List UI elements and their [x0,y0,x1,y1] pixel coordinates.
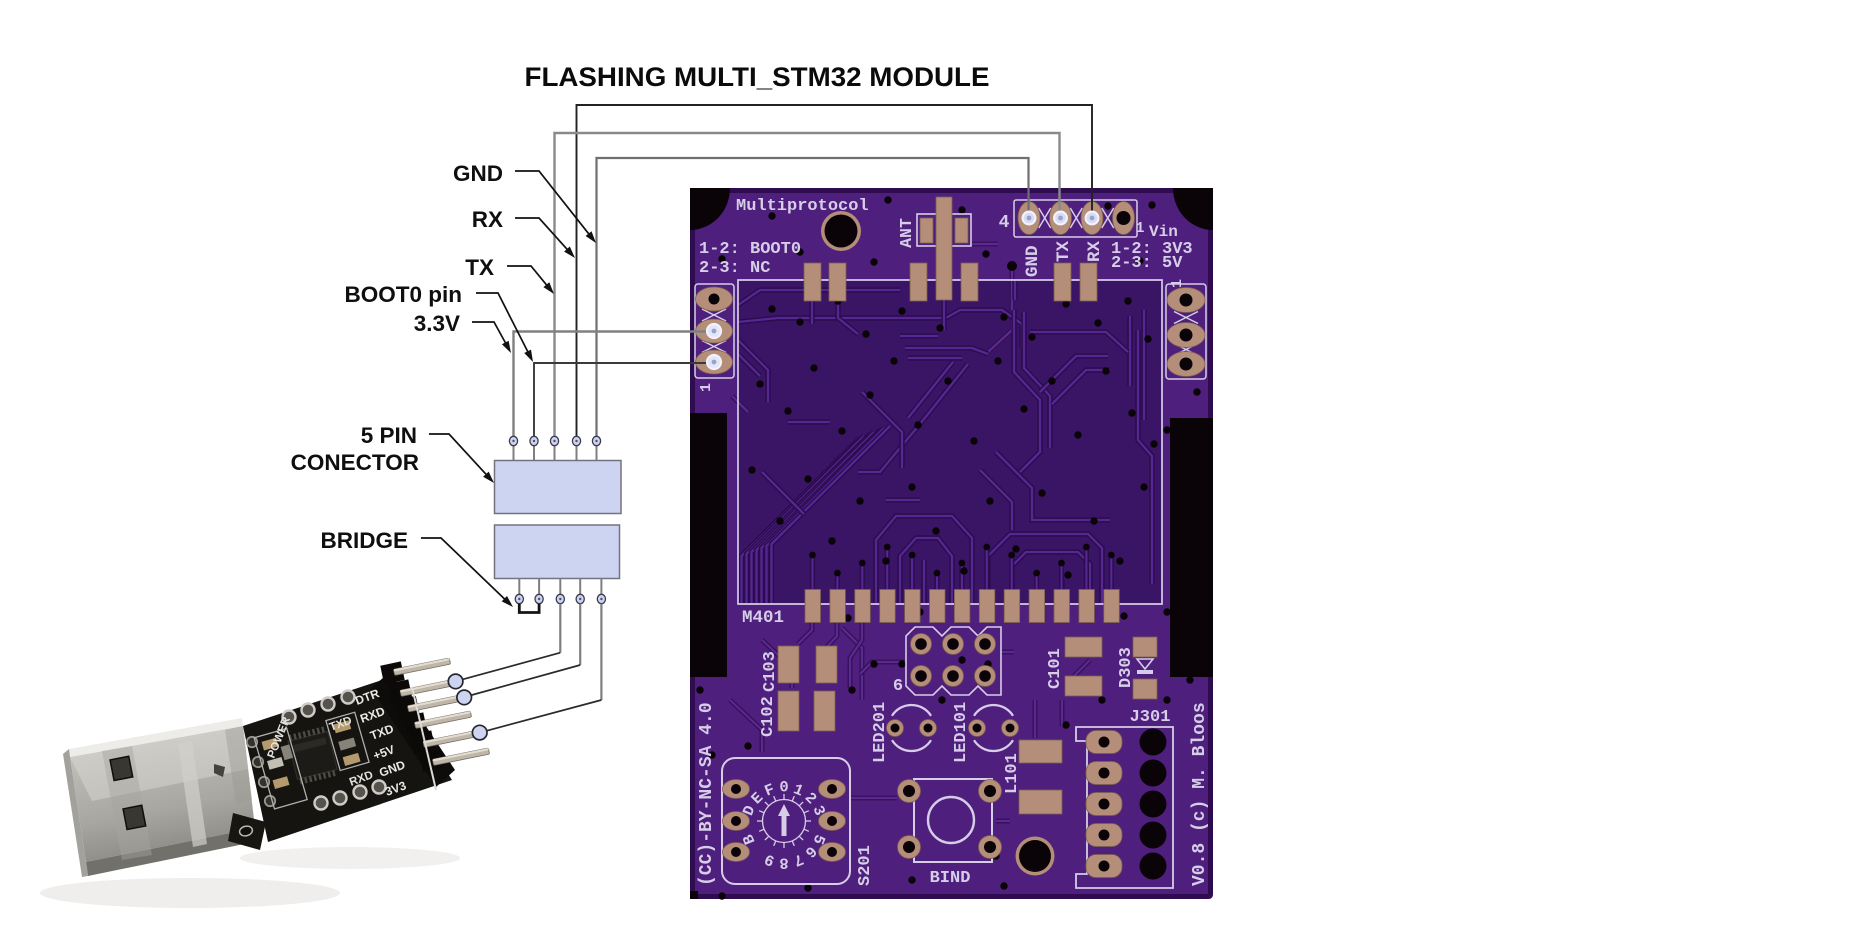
svg-text:D303: D303 [1117,647,1136,688]
svg-text:S201: S201 [856,845,875,886]
svg-text:Multiprotocol: Multiprotocol [736,197,869,216]
svg-text:GND: GND [453,161,503,186]
svg-text:C102: C102 [759,696,778,737]
svg-text:J301: J301 [1130,708,1171,727]
svg-text:1-2: BOOT0: 1-2: BOOT0 [699,240,801,259]
svg-text:RX: RX [472,207,503,232]
svg-text:TX: TX [1054,240,1074,262]
svg-text:3.3V: 3.3V [414,311,460,336]
svg-text:GND: GND [1023,245,1043,277]
svg-text:1-2: 3V3: 1-2: 3V3 [1111,240,1193,259]
svg-text:+5V: +5V [371,742,396,763]
svg-text:FLASHING MULTI_STM32 MODULE: FLASHING MULTI_STM32 MODULE [525,62,990,92]
svg-text:2-3: NC: 2-3: NC [699,259,770,278]
svg-text:TX: TX [465,255,494,280]
svg-text:5 PIN: 5 PIN [361,423,417,448]
svg-text:RX: RX [1085,240,1105,262]
svg-text:C101: C101 [1046,648,1065,689]
svg-text:LED101: LED101 [952,702,971,763]
svg-text:Vin: Vin [1149,223,1178,241]
svg-text:6: 6 [893,677,903,696]
svg-text:1: 1 [1169,279,1186,288]
svg-text:BRIDGE: BRIDGE [320,528,408,553]
svg-text:ANT: ANT [897,218,916,248]
svg-text:1: 1 [698,383,715,392]
svg-text:M401: M401 [742,608,784,628]
svg-text:(CC)-BY-NC-SA 4.0: (CC)-BY-NC-SA 4.0 [697,702,717,886]
svg-text:LED201: LED201 [871,702,890,763]
svg-text:2-3: 5V: 2-3: 5V [1111,254,1183,273]
svg-text:1: 1 [1135,220,1144,237]
svg-text:BIND: BIND [930,869,971,888]
svg-text:CONECTOR: CONECTOR [291,450,419,475]
svg-text:3V3: 3V3 [383,778,408,799]
svg-text:BOOT0 pin: BOOT0 pin [345,282,463,307]
svg-text:C103: C103 [761,651,780,692]
svg-text:8: 8 [779,854,788,872]
svg-text:4: 4 [999,213,1010,233]
svg-text:V0.8 (c) M. Bloos: V0.8 (c) M. Bloos [1190,702,1210,886]
svg-text:0: 0 [779,779,788,797]
svg-text:L101: L101 [1003,753,1022,794]
